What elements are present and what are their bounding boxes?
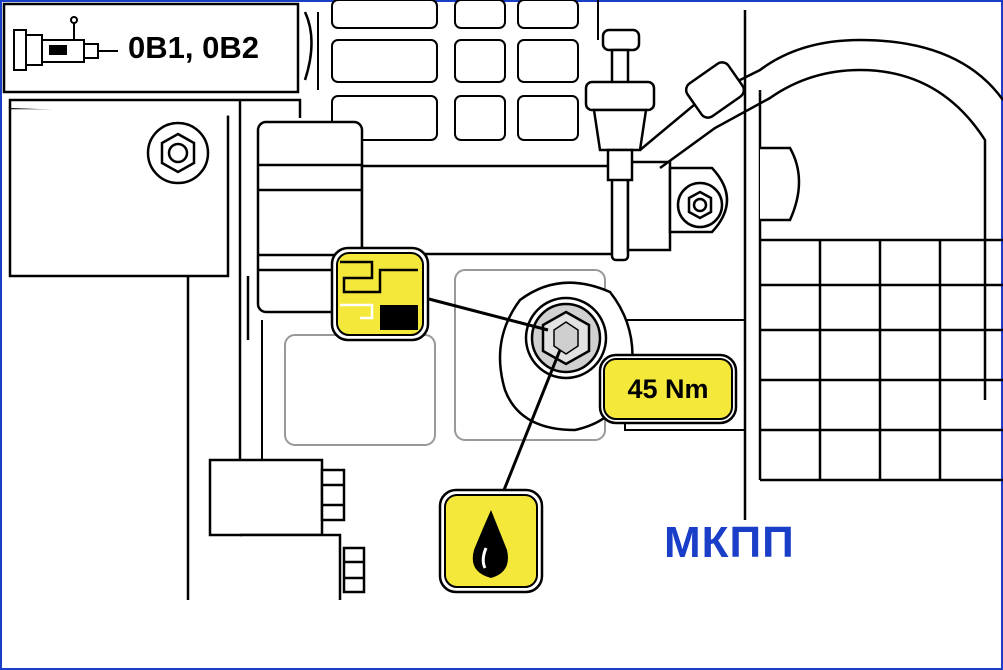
gearbox-type-label: МКПП [664,518,795,567]
torque-value-label: 45 Nm [627,373,709,404]
shift-rod [360,148,729,262]
vent-pipe [639,38,1003,400]
right-housing [743,10,1003,520]
transmission-icon [13,16,118,71]
left-nut [146,121,210,185]
lower-bracket [208,458,366,600]
torque-badge [598,353,738,425]
breather-valve [584,28,656,182]
upper-housing-grid [317,0,599,141]
engine-codes-label: 0B1, 0B2 [128,30,259,65]
header-bracket [303,11,313,81]
leader-lines [424,296,562,501]
oil-drop-icon [438,488,544,594]
fill-plug-icon [330,246,430,342]
